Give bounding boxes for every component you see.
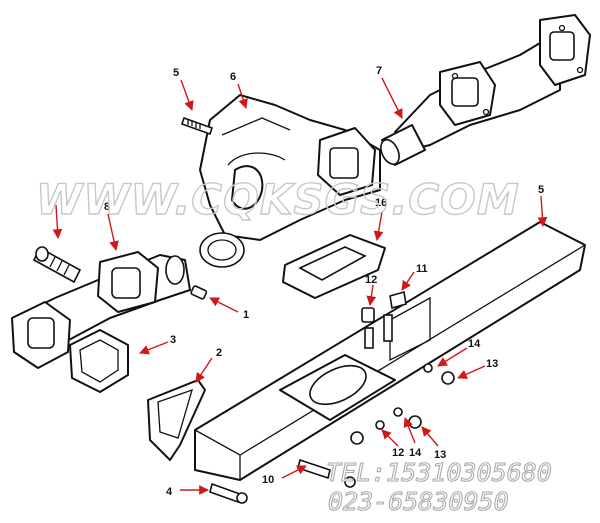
callout-12-top: 12 xyxy=(365,274,377,286)
exhaust-manifold-front xyxy=(394,14,591,151)
callout-16: 16 xyxy=(375,197,387,209)
flange-gasket xyxy=(69,329,129,393)
callout-12-bottom: 12 xyxy=(392,447,404,459)
exhaust-manifold-rear xyxy=(11,251,191,369)
exhaust-manifold-center xyxy=(199,94,381,268)
callout-7: 7 xyxy=(376,65,382,77)
callout-11: 11 xyxy=(416,263,428,275)
stud-bolt xyxy=(180,116,214,136)
callout-numbers: 5 6 7 8 16 5 12 11 1 3 2 14 13 14 12 13 … xyxy=(104,65,544,498)
sealing-sleeve xyxy=(380,124,426,166)
callout-14-bottom: 14 xyxy=(409,447,422,459)
callout-2: 2 xyxy=(216,347,222,359)
callout-10: 10 xyxy=(262,474,274,486)
callout-5-right: 5 xyxy=(538,184,544,196)
callout-14-right: 14 xyxy=(468,338,481,350)
rectangular-gasket xyxy=(282,234,386,299)
leader-lines xyxy=(52,77,548,495)
small-plug xyxy=(190,285,208,300)
watermark-site: WWW.CQKSGS.COM xyxy=(36,175,520,224)
callout-1: 1 xyxy=(243,309,249,321)
watermark-phone-2: 023-65830950 xyxy=(328,487,509,516)
callout-13-bottom: 13 xyxy=(434,449,446,461)
callout-13-right: 13 xyxy=(486,358,498,370)
callout-8: 8 xyxy=(104,201,110,213)
threaded-plug xyxy=(32,246,82,284)
watermark-phone: TEL:15310305680 xyxy=(326,458,552,487)
callout-6: 6 xyxy=(230,71,236,83)
heat-shield-bracket xyxy=(194,221,586,481)
callout-5-top: 5 xyxy=(173,67,179,79)
callout-4: 4 xyxy=(166,486,173,498)
callout-3: 3 xyxy=(170,334,176,346)
